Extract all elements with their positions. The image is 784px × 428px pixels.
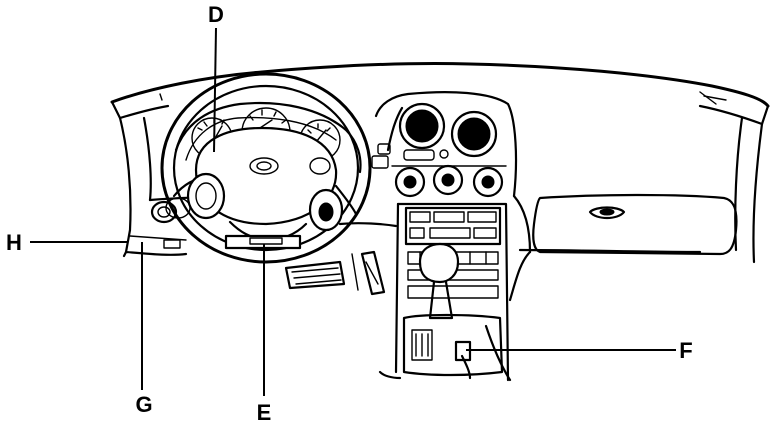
- callout-f: F: [679, 338, 692, 363]
- left-vent-knob: [150, 200, 178, 224]
- glove-box: [508, 193, 738, 302]
- center-vent-left: [398, 102, 446, 150]
- glove-box-latch: [588, 206, 626, 220]
- callout-d: D: [208, 2, 224, 27]
- brand-emblem-icon: [249, 157, 279, 175]
- center-console: [378, 242, 512, 382]
- gear-knob: [418, 242, 460, 284]
- center-vent-right: [450, 110, 498, 158]
- callout-g: G: [135, 392, 152, 417]
- left-lower-panel: [129, 200, 187, 249]
- callout-h: H: [6, 230, 22, 255]
- center-stack: [371, 91, 518, 382]
- accelerator-pedal: [360, 250, 386, 296]
- steering-wheel: [160, 72, 372, 264]
- airbag-cover: [194, 126, 338, 226]
- callout-leaders: [30, 27, 676, 396]
- climate-knob-right: [472, 166, 504, 198]
- leader-d: [213, 27, 217, 153]
- climate-knob-left: [394, 166, 426, 198]
- callout-e: E: [257, 400, 272, 425]
- pedals: [284, 250, 386, 296]
- callout-labels: D E F G H: [6, 2, 693, 425]
